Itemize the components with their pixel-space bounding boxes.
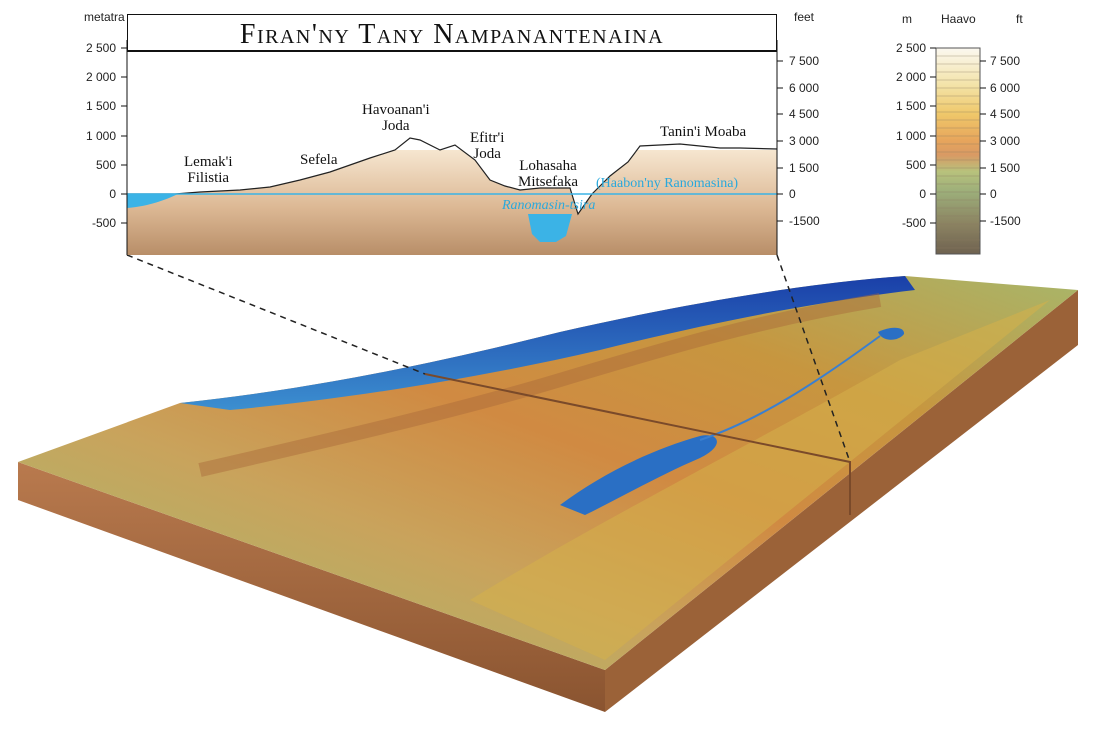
left-tick-label: 2 500 <box>85 41 116 55</box>
legend-m-tick: 2 000 <box>895 70 926 84</box>
legend-m-tick: 1 500 <box>895 99 926 113</box>
dead-sea-label: Ranomasin-tsira <box>502 198 596 213</box>
right-tick-label: 4 500 <box>789 107 820 121</box>
left-tick-label: -500 <box>91 216 116 230</box>
legend-ft-tick: 0 <box>990 187 997 201</box>
connector-right <box>776 254 851 463</box>
elevation-profile <box>121 40 783 255</box>
legend-unit-m: m <box>902 12 912 26</box>
place-label: Sefela <box>300 152 338 168</box>
profile-mediterranean <box>127 194 178 208</box>
legend-title: Haavo <box>941 12 976 26</box>
jordan-river <box>699 335 881 441</box>
legend-m-tick: 0 <box>919 187 926 201</box>
sea-level-label: (Haabon'ny Ranomasina) <box>596 176 739 191</box>
legend-ft-tick: 4 500 <box>990 107 1021 121</box>
block-right-face <box>605 290 1078 712</box>
left-tick-label: 0 <box>109 187 116 201</box>
legend-m-tick: 1 000 <box>895 129 926 143</box>
mountain-ridge <box>198 293 882 477</box>
right-tick-label: -1500 <box>789 214 820 228</box>
place-label: Lohasaha Mitsefaka <box>518 158 578 190</box>
profile-line <box>127 137 778 216</box>
legend-ft-tick: 3 000 <box>990 134 1021 148</box>
left-tick-label: 1 000 <box>85 129 116 143</box>
right-axis-ticks <box>777 60 783 222</box>
right-tick-label: 7 500 <box>789 54 820 68</box>
block-front-face <box>18 462 605 712</box>
eastern-plateau <box>470 300 1050 660</box>
profile-sky <box>127 52 777 214</box>
block-top-surface <box>18 276 1078 670</box>
profile-cut-line <box>424 373 851 515</box>
left-tick-label: 500 <box>95 158 116 172</box>
legend-color-bar <box>935 47 981 255</box>
left-tick-label: 1 500 <box>85 99 116 113</box>
place-label: Efitr'i Joda <box>470 130 505 162</box>
legend-ft-tick: -1500 <box>990 214 1021 228</box>
legend-ft-tick: 1 500 <box>990 161 1021 175</box>
legend-unit-ft: ft <box>1016 12 1023 26</box>
left-axis-unit: metatra <box>84 10 125 24</box>
place-label: Havoanan'i Joda <box>362 102 430 134</box>
right-tick-label: 1 500 <box>789 161 820 175</box>
connector-left <box>126 254 426 375</box>
terrain-block <box>18 276 1078 712</box>
legend-m-tick: 500 <box>905 158 926 172</box>
mediterranean-sea <box>180 276 915 410</box>
right-tick-label: 6 000 <box>789 81 820 95</box>
place-label: Tanin'i Moaba <box>660 124 747 140</box>
right-tick-label: 3 000 <box>789 134 820 148</box>
legend-m-tick: -500 <box>901 216 926 230</box>
sea-of-galilee <box>878 327 905 340</box>
right-axis-unit: feet <box>794 10 815 24</box>
left-tick-label: 2 000 <box>85 70 116 84</box>
legend-ft-tick: 6 000 <box>990 81 1021 95</box>
profile-dead-sea <box>528 214 572 242</box>
place-label: Lemak'i Filistia <box>184 154 233 186</box>
legend-ft-tick: 7 500 <box>990 54 1021 68</box>
profile-title: Firan'ny Tany Nampanantenaina <box>127 14 777 52</box>
elevation-legend <box>930 47 986 255</box>
legend-m-tick: 2 500 <box>895 41 926 55</box>
left-axis-ticks <box>121 47 127 224</box>
dead-sea <box>560 435 717 515</box>
right-tick-label: 0 <box>789 187 796 201</box>
